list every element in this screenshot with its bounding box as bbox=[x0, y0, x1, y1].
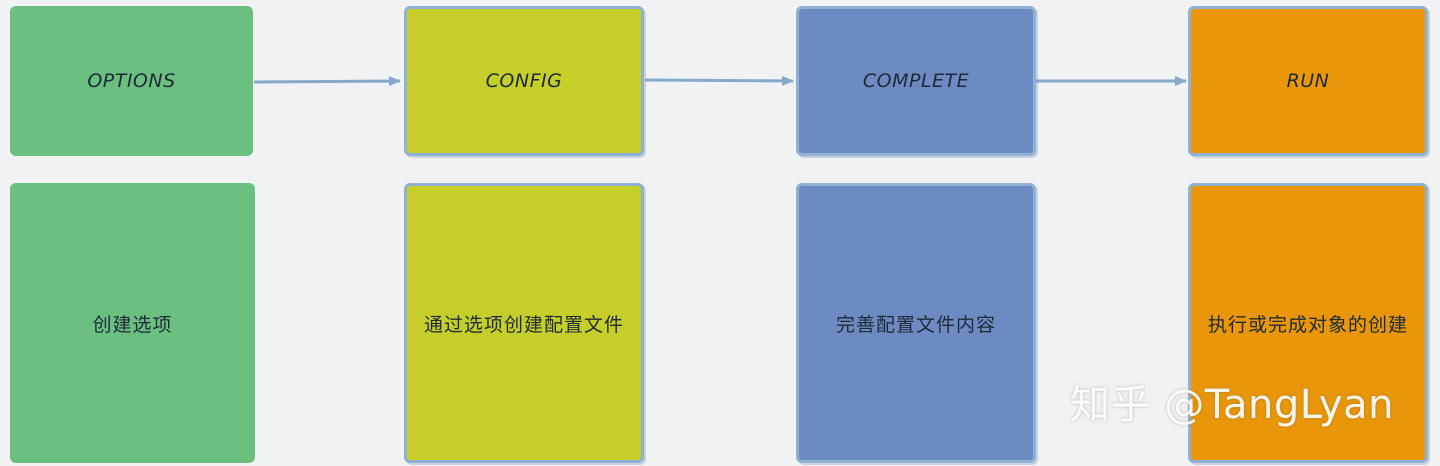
arrow-options-to-config bbox=[253, 76, 401, 87]
stage-header-complete: COMPLETE bbox=[796, 6, 1036, 156]
stage-desc-text-run: 执行或完成对象的创建 bbox=[1207, 313, 1408, 336]
stage-desc-config: 通过选项创建配置文件 bbox=[404, 183, 644, 463]
stage-title-config: CONFIG bbox=[485, 70, 563, 92]
stage-header-options: OPTIONS bbox=[10, 6, 253, 156]
stage-desc-text-options: 创建选项 bbox=[92, 313, 173, 336]
stage-desc-run: 执行或完成对象的创建 bbox=[1188, 183, 1428, 463]
stage-header-run: RUN bbox=[1188, 6, 1428, 156]
stage-desc-options: 创建选项 bbox=[10, 183, 255, 463]
arrow-config-to-complete bbox=[644, 75, 794, 86]
stage-desc-text-complete: 完善配置文件内容 bbox=[835, 313, 996, 336]
stage-title-complete: COMPLETE bbox=[862, 70, 970, 92]
stage-header-config: CONFIG bbox=[404, 6, 644, 156]
stage-title-run: RUN bbox=[1286, 70, 1330, 92]
stage-desc-complete: 完善配置文件内容 bbox=[796, 183, 1036, 463]
stage-title-options: OPTIONS bbox=[87, 70, 176, 92]
watermark: 知乎 @TangLyan bbox=[1070, 382, 1394, 428]
stage-desc-text-config: 通过选项创建配置文件 bbox=[423, 313, 624, 336]
